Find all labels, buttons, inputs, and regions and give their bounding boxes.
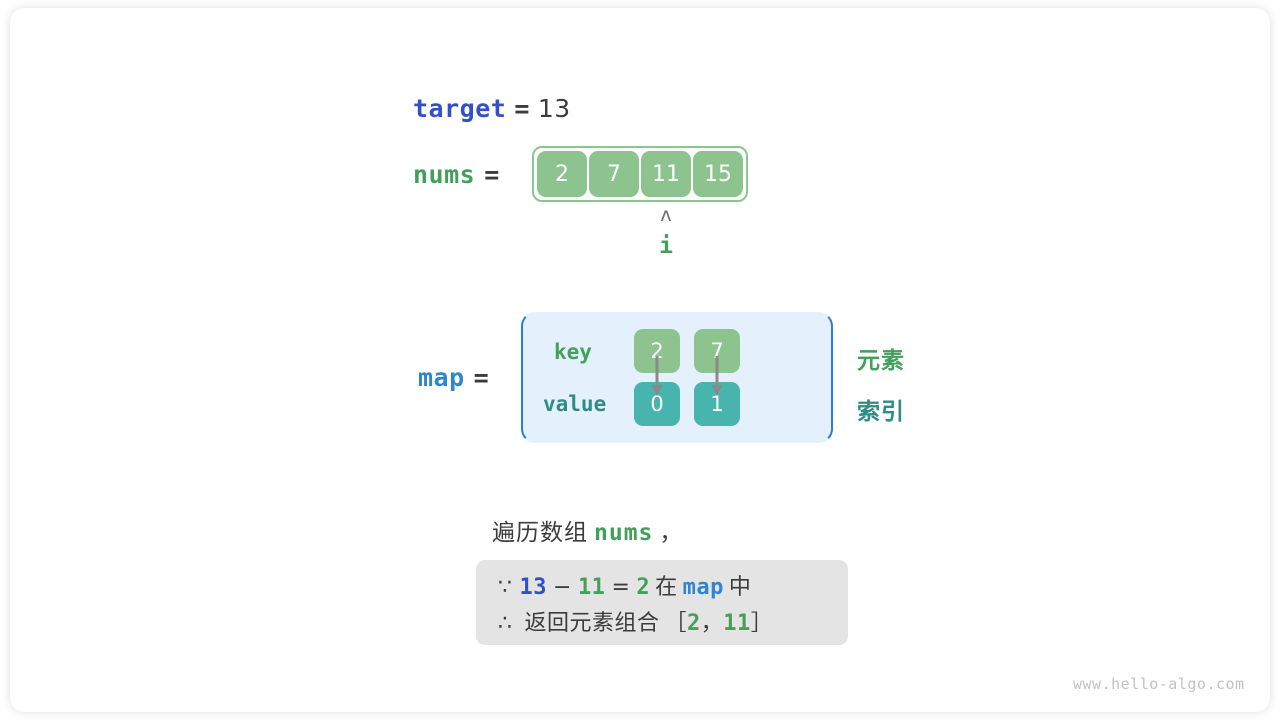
note-current-value: 11 (577, 575, 606, 600)
arrow-down-icon (711, 356, 723, 396)
watermark: www.hello-algo.com (1073, 675, 1245, 693)
caret-up-icon: ʌ (660, 204, 672, 226)
caption-suffix: ， (659, 520, 684, 546)
note-result-value-2: 11 (723, 611, 751, 636)
therefore-symbol: ∴ (498, 611, 513, 636)
nums-array-outline (532, 146, 748, 202)
note-bracket-close: ］ (750, 611, 774, 636)
map-value-cell: 0 (634, 382, 680, 426)
map-index-side-label: 索引 (857, 399, 905, 425)
array-cell: 7 (589, 151, 639, 197)
nums-variable-name: nums (413, 160, 476, 189)
arrow-down-icon (651, 356, 663, 396)
map-variable-name: map (418, 363, 465, 392)
array-cell: 15 (693, 151, 743, 197)
note-complement-value: 2 (636, 575, 651, 600)
note-equals-operator: = (611, 575, 631, 600)
map-element-side-label: 元素 (857, 348, 905, 374)
note-bracket-open: ［ (664, 611, 688, 636)
target-equals-sign: = (514, 94, 530, 123)
array-cell: 11 (641, 151, 691, 197)
note-map-name: map (682, 575, 724, 600)
target-value: 13 (537, 94, 571, 123)
note-result-value-1: 2 (687, 611, 701, 636)
note-target-value: 13 (519, 575, 547, 600)
caption-prefix: 遍历数组 (492, 520, 588, 546)
note-zhong-text: 中 (728, 575, 752, 600)
note-line-2: ∴ 返回元素组合［2，11］ (498, 606, 826, 642)
note-result-text: 返回元素组合 (524, 611, 660, 636)
note-result-comma: ， (700, 611, 724, 636)
caption-code: nums (594, 520, 654, 546)
map-key-row-label: key (554, 340, 592, 364)
target-variable-name: target (413, 94, 507, 123)
nums-array: 2 7 11 15 (537, 151, 743, 197)
target-row: target=13 (413, 94, 571, 123)
note-minus-operator: − (553, 575, 572, 600)
map-row-label: map = (418, 363, 489, 392)
index-pointer: ʌ i (640, 206, 692, 258)
because-symbol: ∵ (498, 575, 513, 600)
array-cell: 2 (537, 151, 587, 197)
nums-row-label: nums = (413, 160, 500, 189)
index-pointer-label: i (659, 233, 673, 259)
map-equals-sign: = (473, 363, 490, 392)
map-value-row-label: value (543, 392, 607, 416)
nums-equals-sign: = (484, 160, 500, 189)
note-zai-text: 在 (655, 575, 678, 600)
